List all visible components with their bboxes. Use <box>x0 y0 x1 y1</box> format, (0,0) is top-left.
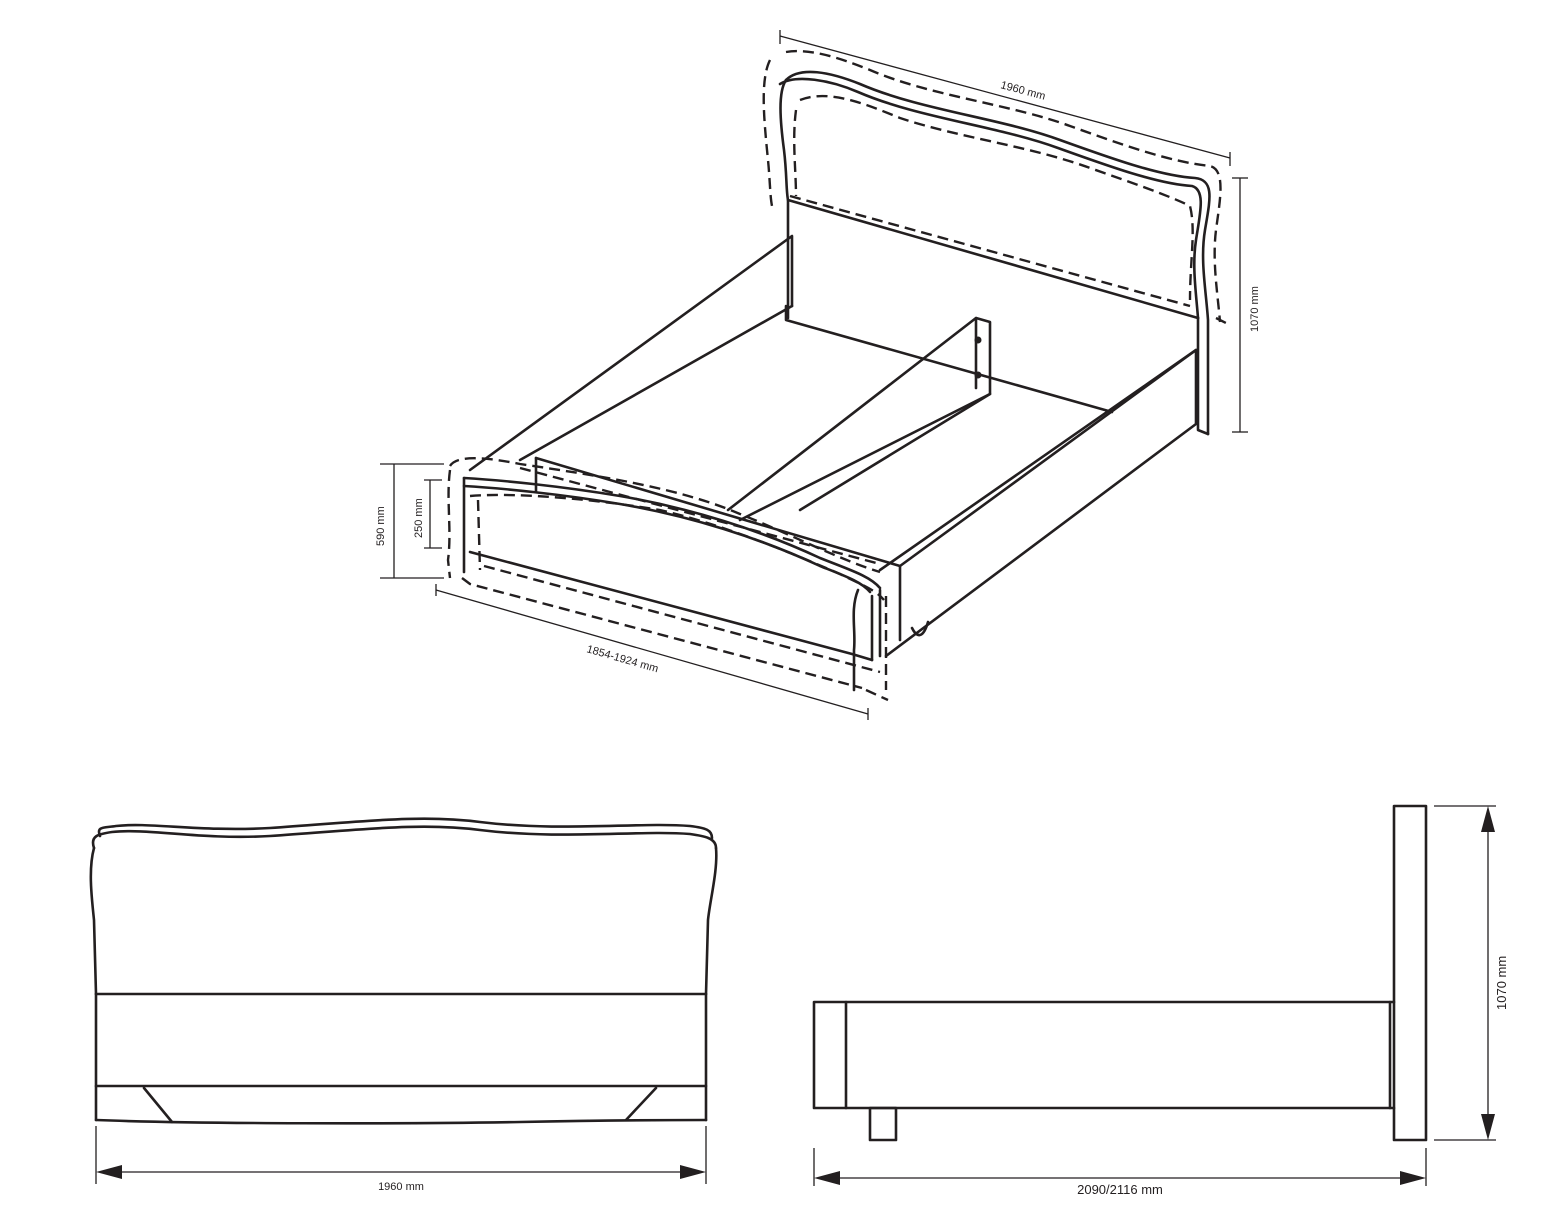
iso-dim-width-label: 1960 mm <box>999 79 1046 102</box>
iso-dim-footboard-height-label: 590 mm <box>375 506 387 546</box>
side-dim-height-label: 1070 mm <box>1494 956 1509 1010</box>
iso-dim-length-label: 1854-1924 mm <box>585 643 659 675</box>
iso-dim-rail-height-label: 250 mm <box>413 498 425 538</box>
iso-right-rail <box>878 348 1198 658</box>
iso-dim-footboard-height: 590 mm <box>375 463 444 579</box>
front-headboard <box>89 817 718 996</box>
iso-dim-rail-height: 250 mm <box>413 479 442 549</box>
isometric-view: 1960 mm 1070 mm 590 mm 250 mm <box>375 30 1261 720</box>
side-dim-length: 2090/2116 mm <box>813 1148 1427 1197</box>
iso-left-rail <box>468 234 1114 472</box>
iso-footboard-dashed <box>446 457 889 702</box>
iso-headboard <box>778 70 1211 436</box>
iso-center-beam <box>726 316 992 522</box>
iso-headboard-dashed <box>762 49 1229 326</box>
iso-dim-height-label: 1070 mm <box>1249 286 1261 332</box>
side-dim-length-label: 2090/2116 mm <box>1077 1182 1163 1197</box>
side-frame <box>812 804 1428 1142</box>
front-frame <box>94 992 708 1125</box>
front-view: 1960 mm <box>89 817 718 1193</box>
side-view: 1070 mm 2090/2116 mm <box>812 804 1509 1197</box>
front-dim-width-label: 1960 mm <box>378 1181 424 1193</box>
iso-footboard <box>462 456 902 692</box>
iso-dim-height: 1070 mm <box>1232 177 1261 433</box>
side-dim-height: 1070 mm <box>1434 805 1509 1141</box>
front-dim-width: 1960 mm <box>95 1126 707 1193</box>
